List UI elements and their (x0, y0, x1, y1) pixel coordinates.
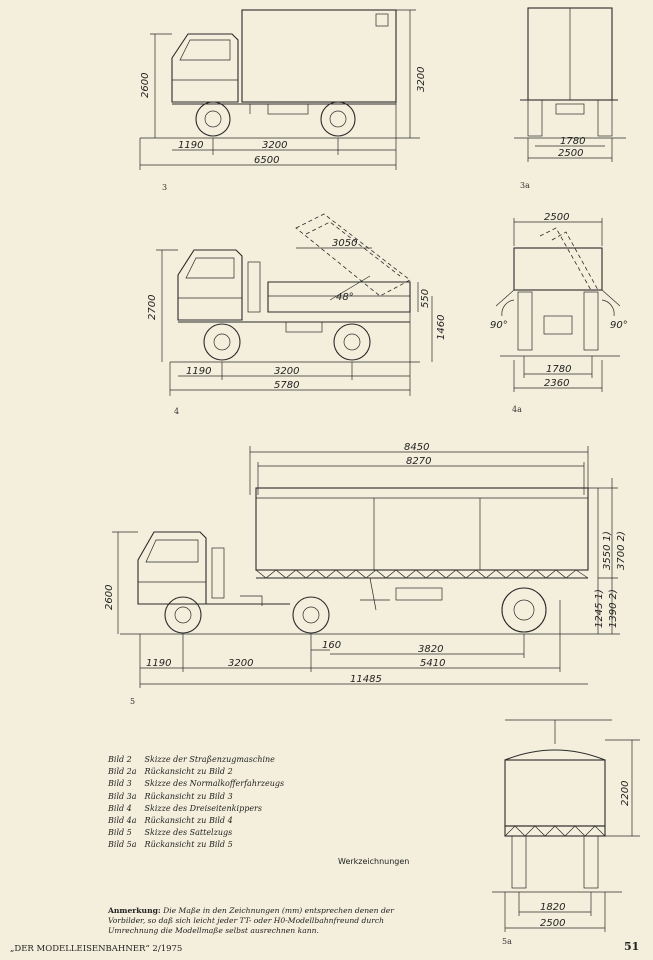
fig5-side-view: 8450 8270 2600 3550 1) 3700 2) 1245 1) 1… (104, 442, 627, 706)
fig5-dim-h1: 3550 1) (602, 531, 613, 570)
fig4a-rear-view: 2500 90° 90° 1780 2360 4a (490, 212, 628, 414)
fig4-dim-d2: 3200 (274, 366, 299, 377)
fig4a-label: 4a (512, 405, 522, 414)
fig3-side-view: 2600 3200 1190 3200 6500 3 (139, 9, 427, 192)
caption-item: Bild 3 Skizze des Normalkofferfahrzeugs (108, 779, 285, 789)
fig5-dim-3200: 3200 (228, 658, 253, 669)
fig5-dim-160: 160 (322, 640, 341, 651)
fig3a-dim-width: 2500 (558, 148, 583, 159)
caption-item: Bild 2 Skizze der Straßenzugmaschine (108, 755, 275, 764)
magazine-footer: „DER MODELLEISENBAHNER“ 2/1975 (10, 944, 183, 954)
fig4-dim-h-bed: 1460 (436, 315, 447, 340)
fig4-dim-total: 5780 (274, 380, 299, 391)
fig4a-dim-angle-right: 90° (610, 320, 628, 331)
fig5-dim-h4: 1390 2) (608, 589, 619, 628)
caption-item: Bild 2a Rückansicht zu Bild 2 (108, 767, 233, 777)
fig3-dim-total: 6500 (254, 155, 279, 166)
fig3-dim-h-box: 3200 (416, 67, 427, 92)
fig3-dim-h-cab: 2600 (140, 73, 151, 98)
drawing-credit: Werkzeichnungen (338, 857, 410, 866)
caption-item: Bild 3a Rückansicht zu Bild 3 (108, 791, 233, 801)
caption-item: Bild 4 Skizze des Dreiseitenkippers (108, 803, 262, 813)
fig4-side-view: 2700 3050 48° 550 1460 1190 3200 5780 4 (147, 213, 447, 416)
fig3-dim-d1: 1190 (178, 140, 203, 151)
fig5-dim-h2: 3700 2) (616, 531, 627, 570)
fig5a-dim-height: 2200 (620, 781, 631, 806)
fig3-label: 3 (162, 183, 167, 192)
fig5a-rear-view: 2200 1820 2500 5a (492, 719, 640, 946)
fig4a-dim-angle-left: 90° (490, 320, 508, 331)
fig3a-dim-track: 1780 (560, 136, 585, 147)
fig4-dim-d1: 1190 (186, 366, 211, 377)
fig3a-label: 3a (520, 181, 530, 190)
fig5-dim-1190: 1190 (146, 658, 171, 669)
fig4-dim-side: 550 (420, 289, 431, 308)
caption-item: Bild 5a Rückansicht zu Bild 5 (108, 840, 233, 850)
fig4-dim-h-cab: 2700 (147, 295, 158, 320)
fig5-dim-h-cab: 2600 (104, 585, 115, 610)
fig4a-dim-width-top: 2500 (544, 212, 569, 223)
fig4a-dim-width: 2360 (544, 378, 569, 389)
fig3a-rear-view: 1780 2500 3a (514, 7, 626, 190)
fig3-dim-d2: 3200 (262, 140, 287, 151)
page-number: 51 (624, 940, 640, 953)
fig5-dim-3820: 3820 (418, 644, 443, 655)
fig5-label: 5 (130, 697, 135, 706)
fig4-label: 4 (174, 407, 179, 416)
footnote: Anmerkung: Die Maße in den Zeichnungen (… (108, 906, 418, 936)
caption-list: Bild 2 Skizze der Straßenzugmaschine Bil… (108, 754, 284, 852)
fig5-dim-len-outer: 8450 (404, 442, 429, 453)
caption-item: Bild 4a Rückansicht zu Bild 4 (108, 816, 233, 826)
fig5a-label: 5a (502, 937, 512, 946)
caption-item: Bild 5 Skizze des Sattelzugs (108, 828, 233, 838)
fig4-dim-angle: 48° (336, 292, 354, 303)
fig5-dim-total: 11485 (350, 674, 382, 685)
fig5a-dim-track: 1820 (540, 902, 565, 913)
fig5-dim-len-inner: 8270 (406, 456, 431, 467)
fig4a-dim-track: 1780 (546, 364, 571, 375)
fig5-dim-h3: 1245 1) (594, 589, 605, 628)
footnote-label: Anmerkung: (108, 906, 161, 915)
footnote-text: Die Maße in den Zeichnungen (mm) entspre… (108, 906, 394, 935)
fig5a-dim-width: 2500 (540, 918, 565, 929)
fig4-dim-bed-len: 3050 (332, 238, 357, 249)
fig5-dim-5410: 5410 (420, 658, 445, 669)
